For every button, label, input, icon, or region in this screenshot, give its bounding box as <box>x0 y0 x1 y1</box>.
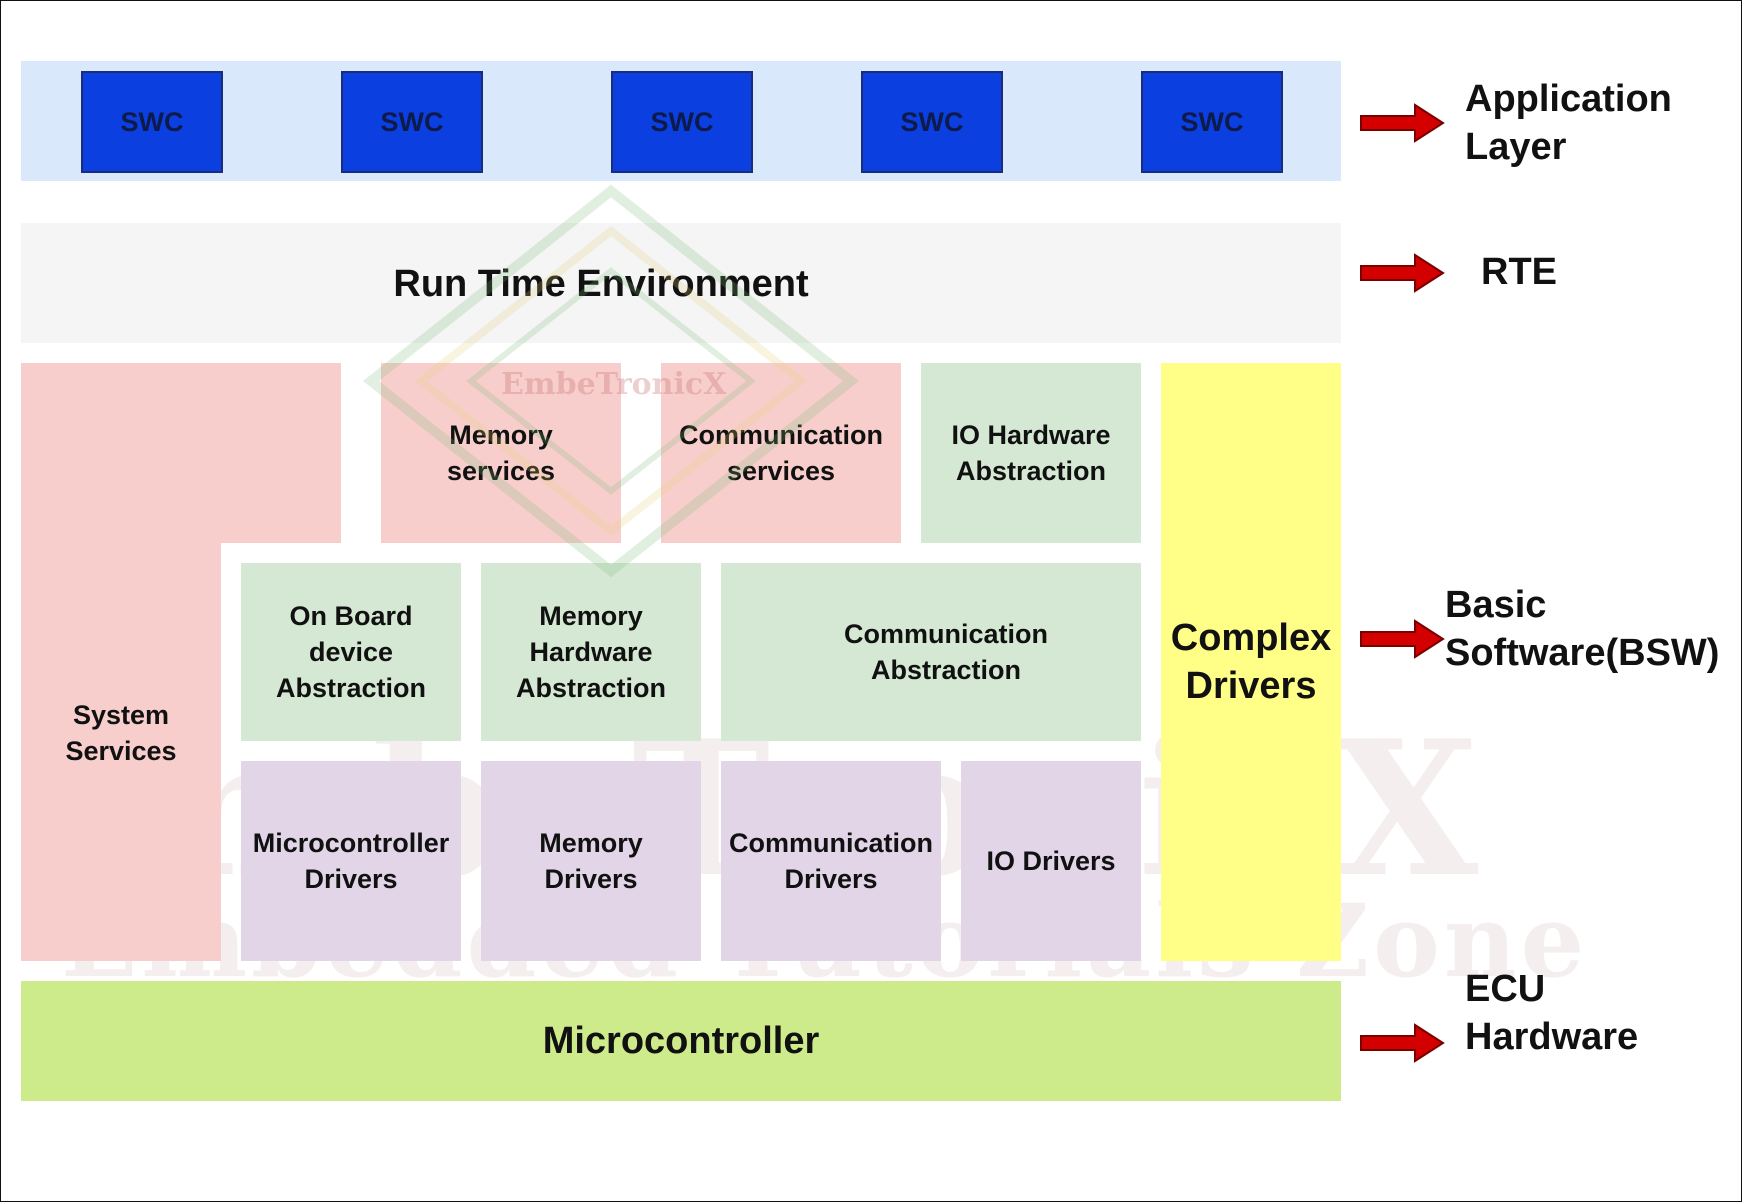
system-services-top <box>21 363 341 543</box>
watermark-chip-icon <box>362 184 860 578</box>
application-layer-label: Application Layer <box>1465 78 1672 168</box>
swc-box-1: SWC <box>81 71 223 173</box>
onboard-device-abstraction-box: On Board device Abstraction <box>241 563 461 741</box>
memory-hardware-abstraction-box: Memory Hardware Abstraction <box>481 563 701 741</box>
communication-abstraction-box: Communication Abstraction <box>721 563 1141 741</box>
rte-label: Run Time Environment <box>393 263 809 305</box>
arrow-right-icon <box>1360 253 1445 293</box>
swc-label: SWC <box>900 106 964 137</box>
arrow-right-icon <box>1360 103 1445 143</box>
rte-side-label: RTE <box>1481 251 1557 293</box>
microcontroller-drivers-box: Microcontroller Drivers <box>241 761 461 961</box>
swc-box-4: SWC <box>861 71 1003 173</box>
communication-services-box: Communication services <box>661 363 901 543</box>
watermark-small: EmbeTronicX <box>501 367 727 402</box>
io-drivers-box: IO Drivers <box>961 761 1141 961</box>
swc-label: SWC <box>380 106 444 137</box>
memory-services-box: Memory services <box>381 363 621 543</box>
system-services-label: System Services <box>65 700 177 766</box>
io-hardware-abstraction-box: IO Hardware Abstraction <box>921 363 1141 543</box>
swc-label: SWC <box>1180 106 1244 137</box>
microcontroller-box: Microcontroller <box>21 981 1341 1101</box>
rte-band <box>21 223 1341 343</box>
swc-box-2: SWC <box>341 71 483 173</box>
swc-label: SWC <box>650 106 714 137</box>
communication-drivers-box: Communication Drivers <box>721 761 941 961</box>
ecu-hardware-label: ECU Hardware <box>1465 968 1639 1058</box>
bsw-side-label: Basic Software(BSW) <box>1445 584 1720 674</box>
arrow-right-icon <box>1360 619 1445 659</box>
system-services-bottom <box>21 543 221 961</box>
swc-label: SWC <box>120 106 184 137</box>
complex-drivers-box: Complex Drivers <box>1161 363 1341 961</box>
swc-box-3: SWC <box>611 71 753 173</box>
arrow-right-icon <box>1360 1023 1445 1063</box>
memory-drivers-box: Memory Drivers <box>481 761 701 961</box>
swc-box-5: SWC <box>1141 71 1283 173</box>
